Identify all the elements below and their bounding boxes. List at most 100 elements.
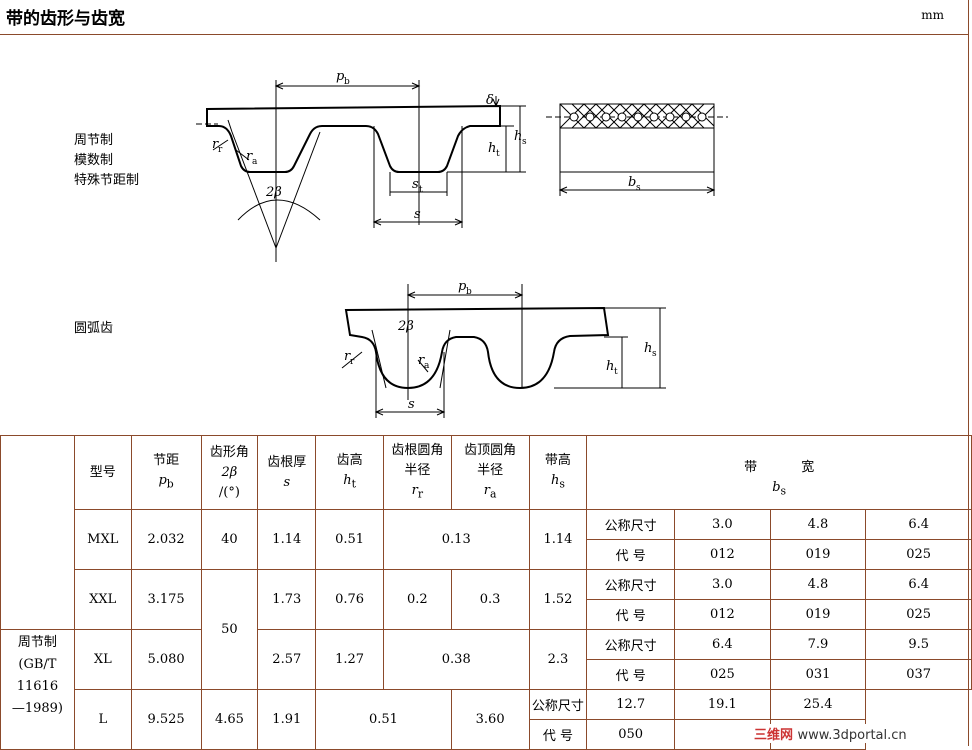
header-height: 齿高 ht bbox=[315, 435, 384, 510]
cell-radius: 0.13 bbox=[383, 509, 530, 570]
page-title: 带的齿形与齿宽 bbox=[6, 9, 125, 29]
cell-angle: 50 bbox=[200, 569, 259, 690]
site-watermark: 三维网 www.3dportal.cn bbox=[750, 724, 911, 743]
label-arc-tooth: 圆弧齿 bbox=[74, 321, 114, 336]
table-header-row: 型号 节距 pb 齿形角 2β /(°) 齿根厚 s 齿高 ht 齿根圆角半径 … bbox=[0, 435, 972, 630]
cell-belt-height: 3.60 bbox=[450, 689, 530, 750]
sym-delta: δ bbox=[486, 93, 494, 108]
header-pitch: 节距 pb bbox=[130, 435, 202, 510]
header-root-radius: 齿根圆角半径 rr bbox=[383, 435, 452, 510]
cell-code-label: 代 号 bbox=[586, 659, 676, 690]
tooth-profile-diagram: p b δ h s h t s t s b s r r r a 2β p b 2… bbox=[196, 69, 728, 418]
table-row: 代 号 012 019 025 bbox=[1, 599, 972, 630]
cell-root-radius: 0.2 bbox=[383, 569, 452, 630]
cell-model: XL bbox=[73, 629, 132, 690]
cell-nominal-label: 公称尺寸 bbox=[586, 509, 676, 540]
sym-s-arc: s bbox=[408, 397, 415, 412]
cell-code: 012 bbox=[674, 599, 771, 630]
cell-model: L bbox=[73, 689, 132, 750]
sym-ra: r bbox=[246, 149, 253, 164]
header-belt-width: 带 宽 bs bbox=[586, 435, 972, 510]
cell-pitch: 2.032 bbox=[130, 509, 202, 570]
cell-belt-height: 1.52 bbox=[528, 569, 588, 630]
trapezoid-belt-outline bbox=[206, 104, 501, 173]
cell-code: 025 bbox=[674, 659, 771, 690]
cell-code: 012 bbox=[674, 539, 771, 570]
cell-code-label: 代 号 bbox=[528, 719, 588, 750]
header-belt-height: 带高 hs bbox=[528, 435, 588, 510]
cell-height: 0.51 bbox=[315, 509, 384, 570]
sym-rr-sub: r bbox=[218, 145, 223, 155]
sym-rr-arc-sub: r bbox=[350, 357, 355, 367]
cell-nominal-label: 公称尺寸 bbox=[586, 569, 676, 600]
sym-hs-arc: h bbox=[644, 341, 652, 356]
title-bar: 带的齿形与齿宽 mm bbox=[0, 0, 968, 35]
header-tip-radius: 齿顶圆角半径 ra bbox=[450, 435, 530, 510]
cell-pitch: 9.525 bbox=[130, 689, 202, 750]
sym-ra-arc-sub: a bbox=[424, 361, 430, 371]
cell-code: 037 bbox=[865, 659, 972, 690]
cell-pitch: 3.175 bbox=[130, 569, 202, 630]
table-row: L 9.525 4.65 1.91 0.51 3.60 公称尺寸 12.7 19… bbox=[1, 689, 972, 750]
cell-code-label: 代 号 bbox=[586, 539, 676, 570]
sym-pb-arc: p bbox=[458, 279, 467, 294]
cell-code: 025 bbox=[865, 599, 972, 630]
table-row: MXL 2.032 40 1.14 0.51 0.13 1.14 公称尺寸 3.… bbox=[1, 509, 972, 570]
sym-st-sub: t bbox=[419, 185, 423, 195]
cell-code: 019 bbox=[769, 599, 867, 630]
cell-thickness: 4.65 bbox=[200, 689, 259, 750]
cell-model: XXL bbox=[73, 569, 132, 630]
sym-bs: b bbox=[628, 175, 636, 190]
cell-nominal-label: 公称尺寸 bbox=[528, 689, 588, 720]
cell-width: 9.5 bbox=[865, 629, 972, 660]
sym-ht: h bbox=[488, 141, 496, 156]
cell-model: MXL bbox=[73, 509, 132, 570]
cell-width: 3.0 bbox=[674, 569, 771, 600]
group-cell: 周节制 (GB/T 11616 —1989) bbox=[0, 629, 75, 750]
cell-thickness: 2.57 bbox=[257, 629, 317, 690]
group-cell-top bbox=[0, 435, 75, 630]
sym-pb-arc-sub: b bbox=[466, 287, 472, 297]
header-angle: 齿形角 2β /(°) bbox=[200, 435, 259, 510]
cell-width: 4.8 bbox=[769, 569, 867, 600]
sym-ra-arc: r bbox=[418, 353, 425, 368]
cell-radius: 0.38 bbox=[383, 629, 530, 690]
cell-nominal-label: 公称尺寸 bbox=[586, 629, 676, 660]
sym-pb: p bbox=[336, 69, 345, 84]
sym-rr-arc: r bbox=[344, 349, 351, 364]
sym-pb-sub: b bbox=[344, 77, 350, 87]
sym-bs-sub: s bbox=[636, 183, 641, 193]
cell-tip-radius: 0.3 bbox=[450, 569, 530, 630]
cell-width: 12.7 bbox=[586, 689, 676, 720]
sym-ht-arc: h bbox=[606, 359, 614, 374]
sym-s: s bbox=[414, 207, 421, 222]
cell-belt-height: 1.14 bbox=[528, 509, 588, 570]
label-special-pitch: 特殊节距制 bbox=[74, 173, 140, 188]
sym-2beta: 2β bbox=[265, 185, 282, 200]
cell-width: 6.4 bbox=[865, 569, 972, 600]
sym-ht-arc-sub: t bbox=[614, 367, 618, 377]
cell-angle: 40 bbox=[200, 509, 259, 570]
table-row: XXL 3.175 50 1.73 0.76 0.2 0.3 1.52 公称尺寸… bbox=[1, 569, 972, 690]
cell-belt-height: 2.3 bbox=[528, 629, 588, 690]
cell-height: 1.91 bbox=[257, 689, 317, 750]
label-pitch-system: 周节制 bbox=[74, 133, 114, 148]
header-model: 型号 bbox=[73, 435, 132, 510]
cell-width: 3.0 bbox=[674, 509, 771, 540]
cell-width: 7.9 bbox=[769, 629, 867, 660]
sym-ht-sub: t bbox=[496, 149, 500, 159]
cell-width: 6.4 bbox=[674, 629, 771, 660]
unit-label: mm bbox=[921, 8, 944, 22]
cell-width: 6.4 bbox=[865, 509, 972, 540]
sym-rr: r bbox=[212, 137, 219, 152]
table-row: 代 号 012 019 025 bbox=[1, 539, 972, 570]
cell-radius: 0.51 bbox=[315, 689, 452, 750]
cell-height: 0.76 bbox=[315, 569, 384, 630]
cell-pitch: 5.080 bbox=[130, 629, 202, 690]
cell-width: 4.8 bbox=[769, 509, 867, 540]
sym-hs-sub: s bbox=[522, 137, 527, 147]
cell-code: 025 bbox=[865, 539, 972, 570]
sym-st: s bbox=[412, 177, 419, 192]
cell-width: 19.1 bbox=[674, 689, 771, 720]
cell-thickness: 1.14 bbox=[257, 509, 317, 570]
